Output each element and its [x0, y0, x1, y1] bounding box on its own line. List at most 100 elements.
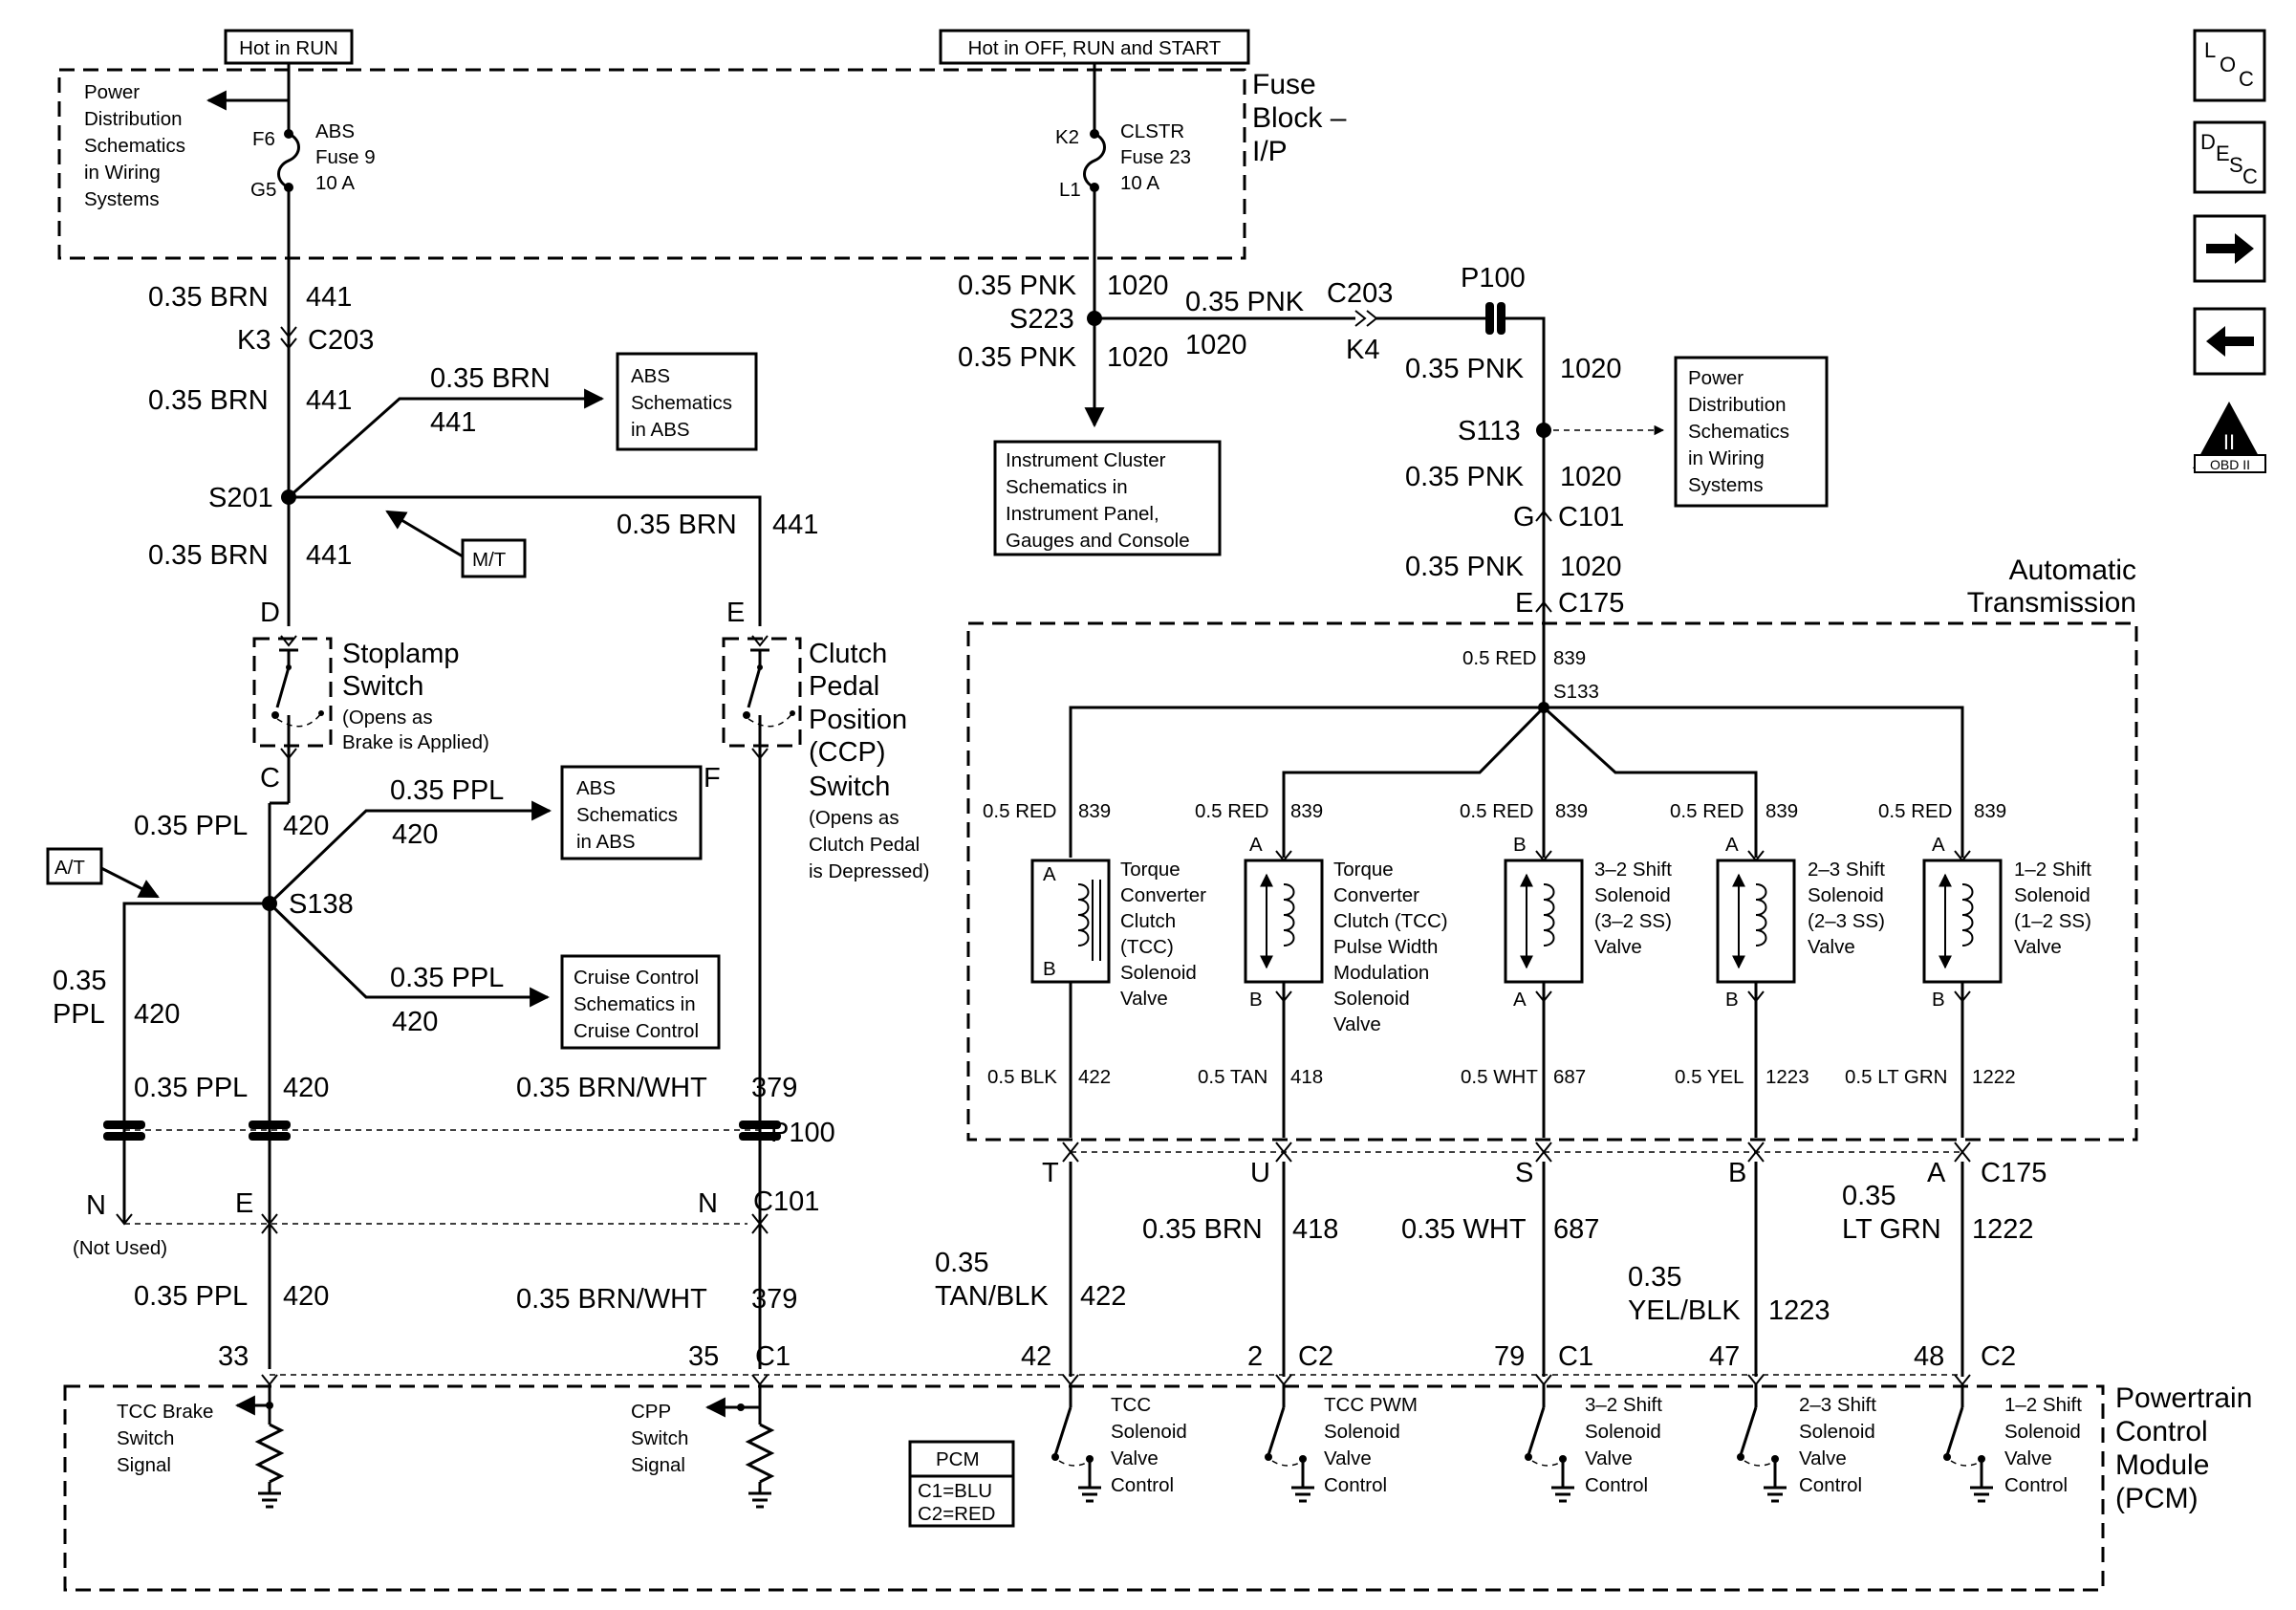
stoplamp-switch: D C Stoplamp Switch (Opens as Brake is A… [252, 598, 489, 803]
desc-button[interactable]: D E S C [2193, 120, 2266, 194]
pcm-legend-c2: C2=RED [918, 1503, 995, 1525]
sol2-name-2: Converter [1333, 884, 1419, 906]
ccp-feed-gauge: 0.35 BRN [617, 510, 737, 540]
harness4-circuit: 1223 [1768, 1295, 1830, 1326]
c101-right-pin: G [1513, 502, 1535, 533]
w1020-gauge-5: 0.35 PNK [1405, 552, 1525, 582]
ground-icon [1764, 1486, 1787, 1503]
harness5-gauge-2: LT GRN [1842, 1214, 1941, 1245]
mt-label: M/T [472, 549, 507, 571]
ctrl5-3: Valve [2004, 1447, 2052, 1469]
s201-label: S201 [208, 483, 273, 513]
clstr-fuse-label-1: CLSTR [1120, 120, 1184, 142]
at-label: A/T [54, 857, 85, 879]
ctrl4-3: Valve [1799, 1447, 1847, 1469]
c101-pin-e: E [235, 1188, 253, 1219]
fuse-block-title-1: Fuse [1252, 69, 1316, 100]
sol3-out-circuit: 687 [1553, 1066, 1586, 1088]
sol1-name-4: (TCC) [1120, 936, 1174, 958]
feed-gauge-5: 0.5 RED [1878, 800, 1952, 822]
auto-trans-border [966, 621, 2138, 1142]
ctrl1-2: Solenoid [1111, 1421, 1187, 1443]
w1020-gauge-3: 0.35 PNK [1405, 354, 1525, 384]
s113-label: S113 [1458, 416, 1521, 446]
clstr-fuse-bottom-term: L1 [1059, 179, 1081, 201]
branch-circuit: 420 [134, 999, 180, 1030]
stoplamp-note-1: (Opens as [342, 707, 433, 729]
driver-32ss: 3–2 Shift Solenoid Valve Control [1525, 1374, 1662, 1503]
w1020-circuit-5: 1020 [1560, 552, 1622, 582]
ctrl5-1: 1–2 Shift [2004, 1394, 2082, 1416]
prev-page-button[interactable] [2193, 307, 2266, 376]
ic-box-line-4: Gauges and Console [1006, 530, 1190, 552]
loc-c: C [2239, 67, 2254, 91]
cruise-control-box [560, 954, 721, 1050]
sol2-name-1: Torque [1333, 859, 1394, 881]
ctrl3-3: Valve [1585, 1447, 1633, 1469]
ctrl2-4: Control [1324, 1474, 1387, 1496]
clstr-fuse-top-term: K2 [1055, 126, 1079, 148]
sol5-top-pin: A [1932, 834, 1945, 856]
arrow-right-icon [2206, 233, 2254, 264]
pd-right-4: in Wiring [1688, 447, 1765, 469]
c101-left-name: C101 [753, 1186, 819, 1217]
sol3-out-gauge: 0.5 WHT [1461, 1066, 1538, 1088]
harness1-circuit: 422 [1080, 1281, 1126, 1312]
loc-button[interactable]: L O C [2193, 29, 2266, 102]
branch-gauge-1: 0.35 [53, 966, 106, 996]
power-distribution-box-right [1674, 356, 1829, 508]
sol2-out-gauge: 0.5 TAN [1198, 1066, 1267, 1088]
tcc-brake-label-2: Switch [117, 1427, 174, 1449]
sol1-name-1: Torque [1120, 859, 1180, 881]
sol3-name-4: Valve [1594, 936, 1642, 958]
sol5-bottom-pin: B [1932, 989, 1945, 1011]
ctrl3-2: Solenoid [1585, 1421, 1661, 1443]
sol2-bottom-pin: B [1249, 989, 1263, 1011]
sol5-name-4: Valve [2014, 936, 2062, 958]
next-page-button[interactable] [2193, 214, 2266, 283]
w1020-circuit-3: 1020 [1560, 354, 1622, 384]
cpp-resistor [745, 1423, 775, 1484]
c175-top-pin: E [1515, 588, 1533, 619]
c175-pin-t: T [1042, 1158, 1059, 1188]
s138-label: S138 [289, 889, 354, 920]
pcm-pin-48: 48 [1914, 1341, 1944, 1372]
w379-circuit-2: 379 [751, 1284, 797, 1315]
auto-trans-title-1: Automatic [2009, 555, 2136, 586]
sol1-name-5: Solenoid [1120, 962, 1197, 984]
tcc-brake-input: TCC Brake Switch Signal [117, 1374, 285, 1509]
mt-arrow [385, 510, 464, 558]
abs-branch-circuit: 441 [430, 407, 476, 438]
ctrl4-4: Control [1799, 1474, 1862, 1496]
pcm-conn-c2-a: C2 [1298, 1341, 1333, 1372]
pdist-left-1: Power [84, 81, 140, 103]
cpp-signal-label-2: Switch [631, 1427, 688, 1449]
auto-trans-title-2: Transmission [1967, 587, 2136, 619]
ctrl3-1: 3–2 Shift [1585, 1394, 1662, 1416]
sol4-out-gauge: 0.5 YEL [1675, 1066, 1744, 1088]
s113-splice [1536, 423, 1551, 438]
s133-label: S133 [1553, 681, 1599, 703]
instrument-cluster-box [993, 440, 1222, 556]
harness2-circuit: 418 [1292, 1214, 1338, 1245]
obd-warning-icon [2193, 402, 2265, 468]
ccp-name-2: Pedal [809, 671, 879, 702]
w420-circuit-2: 420 [283, 1073, 329, 1103]
abs-fuse-label-1: ABS [315, 120, 355, 142]
stoplamp-name-1: Stoplamp [342, 639, 460, 669]
solenoid-23ss-body [1716, 859, 1796, 984]
pd-right-5: Systems [1688, 474, 1764, 496]
pdist-left-2: Distribution [84, 108, 183, 130]
obd-ii-button[interactable]: II OBD II [2193, 402, 2266, 473]
abs-box-line-1: ABS [631, 365, 670, 387]
clstr-fuse-label-3: 10 A [1120, 172, 1159, 194]
sol2-name-3: Clutch (TCC) [1333, 910, 1448, 932]
abs2-gauge: 0.35 PPL [390, 775, 504, 806]
sol2-name-4: Pulse Width [1333, 936, 1438, 958]
ccp-name-3: Position [809, 705, 907, 735]
not-used-branch [122, 902, 270, 1224]
harness5-gauge-1: 0.35 [1842, 1181, 1895, 1211]
cruise-box-line-1: Cruise Control [574, 967, 699, 989]
w379-circuit-1: 379 [751, 1073, 797, 1103]
abs2-circuit: 420 [392, 819, 438, 850]
